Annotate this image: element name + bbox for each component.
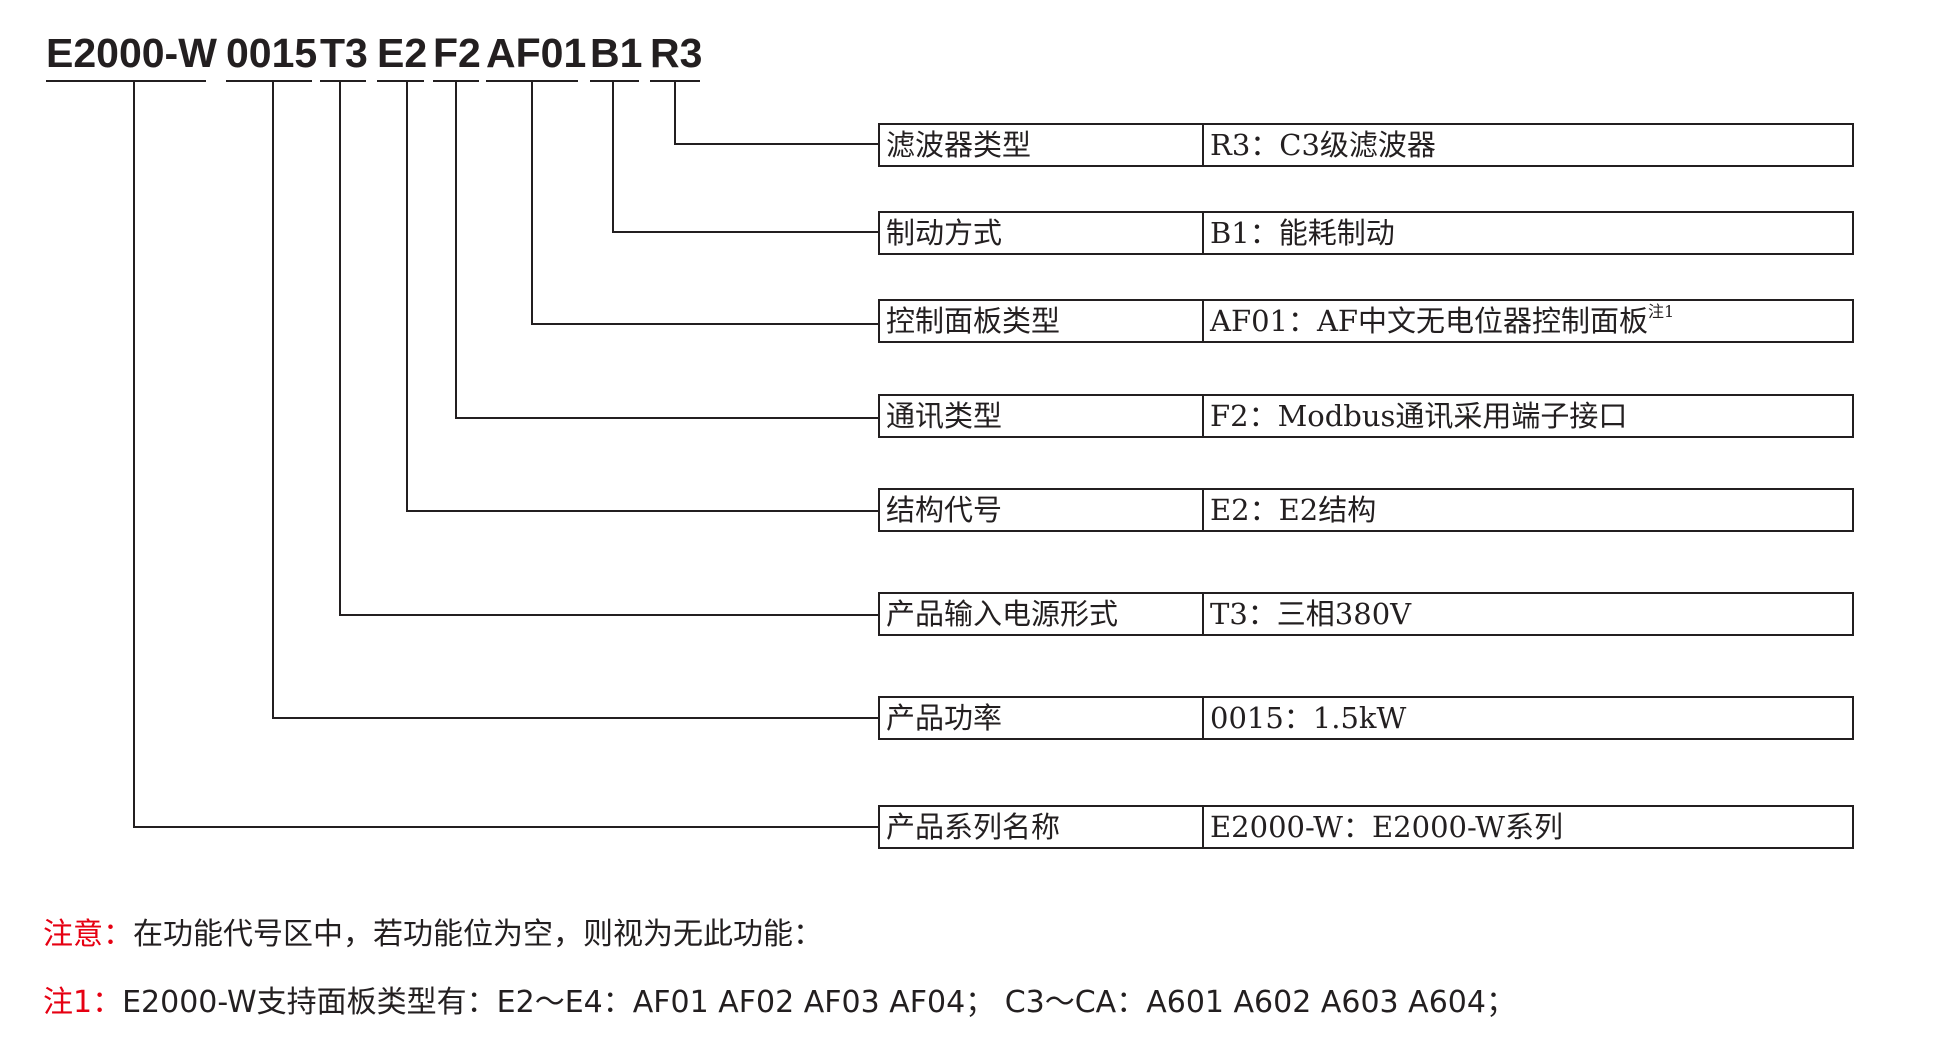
- code-underline-braking: [590, 80, 639, 82]
- connector-power: [272, 81, 878, 719]
- row-label: 结构代号: [880, 490, 1204, 530]
- code-segment-braking: B1: [590, 30, 643, 76]
- footnote-marker: 注1: [1648, 302, 1675, 321]
- note-text: 在功能代号区中，若功能位为空，则视为无此功能：: [133, 917, 823, 952]
- row-value-text: 0015：1.5kW: [1210, 701, 1407, 735]
- connector-control-panel: [531, 81, 878, 325]
- row-input-power-form: 产品输入电源形式 T3：三相380V: [878, 592, 1854, 636]
- row-value: T3：三相380V: [1204, 594, 1852, 634]
- row-label: 滤波器类型: [880, 125, 1204, 165]
- code-segment-control-panel: AF01: [486, 30, 587, 76]
- note-1: 注1：E2000-W支持面板类型有：E2～E4：AF01 AF02 AF03 A…: [43, 983, 1516, 1023]
- connector-input-power: [339, 81, 878, 616]
- code-segment-input-power: T3: [320, 30, 368, 76]
- row-value: E2：E2结构: [1204, 490, 1852, 530]
- row-value: 0015：1.5kW: [1204, 698, 1852, 738]
- code-underline-series: [46, 80, 206, 82]
- connector-series: [133, 81, 878, 828]
- row-product-power: 产品功率 0015：1.5kW: [878, 696, 1854, 740]
- code-underline-input-power: [320, 80, 366, 82]
- connector-structure: [406, 81, 878, 512]
- row-value: AF01：AF中文无电位器控制面板注1: [1204, 301, 1852, 341]
- row-value: F2：Modbus通讯采用端子接口: [1204, 396, 1852, 436]
- row-label: 产品输入电源形式: [880, 594, 1204, 634]
- connector-communication: [455, 81, 878, 419]
- connector-filter: [674, 81, 878, 145]
- row-value-text: E2：E2结构: [1210, 493, 1377, 527]
- code-segment-structure: E2: [377, 30, 428, 76]
- row-value-text: AF01：AF中文无电位器控制面板: [1210, 304, 1649, 338]
- row-value-text: F2：Modbus通讯采用端子接口: [1210, 399, 1628, 433]
- row-value: E2000-W：E2000-W系列: [1204, 807, 1852, 847]
- row-braking-method: 制动方式 B1：能耗制动: [878, 211, 1854, 255]
- row-value-text: T3：三相380V: [1210, 597, 1412, 631]
- row-value-text: E2000-W：E2000-W系列: [1210, 810, 1563, 844]
- code-segment-filter: R3: [650, 30, 703, 76]
- row-label: 产品功率: [880, 698, 1204, 738]
- code-segment-communication: F2: [433, 30, 481, 76]
- row-label: 通讯类型: [880, 396, 1204, 436]
- row-structure-code: 结构代号 E2：E2结构: [878, 488, 1854, 532]
- code-underline-power: [226, 80, 312, 82]
- row-control-panel-type: 控制面板类型 AF01：AF中文无电位器控制面板注1: [878, 299, 1854, 343]
- row-label: 制动方式: [880, 213, 1204, 253]
- row-value: R3：C3级滤波器: [1204, 125, 1852, 165]
- note-text: E2000-W支持面板类型有：E2～E4：AF01 AF02 AF03 AF04…: [122, 985, 1516, 1020]
- code-underline-structure: [377, 80, 424, 82]
- note-prefix: 注1：: [43, 985, 123, 1020]
- code-segment-power: 0015: [226, 30, 318, 76]
- row-label: 控制面板类型: [880, 301, 1204, 341]
- connector-braking: [612, 81, 878, 233]
- row-value-text: R3：C3级滤波器: [1210, 128, 1436, 162]
- note-prefix: 注意：: [43, 917, 133, 952]
- row-product-series-name: 产品系列名称 E2000-W：E2000-W系列: [878, 805, 1854, 849]
- row-label: 产品系列名称: [880, 807, 1204, 847]
- note-general: 注意：在功能代号区中，若功能位为空，则视为无此功能：: [43, 915, 823, 955]
- row-communication-type: 通讯类型 F2：Modbus通讯采用端子接口: [878, 394, 1854, 438]
- row-value: B1：能耗制动: [1204, 213, 1852, 253]
- code-segment-series: E2000-W: [46, 30, 217, 76]
- row-value-text: B1：能耗制动: [1210, 216, 1395, 250]
- row-filter-type: 滤波器类型 R3：C3级滤波器: [878, 123, 1854, 167]
